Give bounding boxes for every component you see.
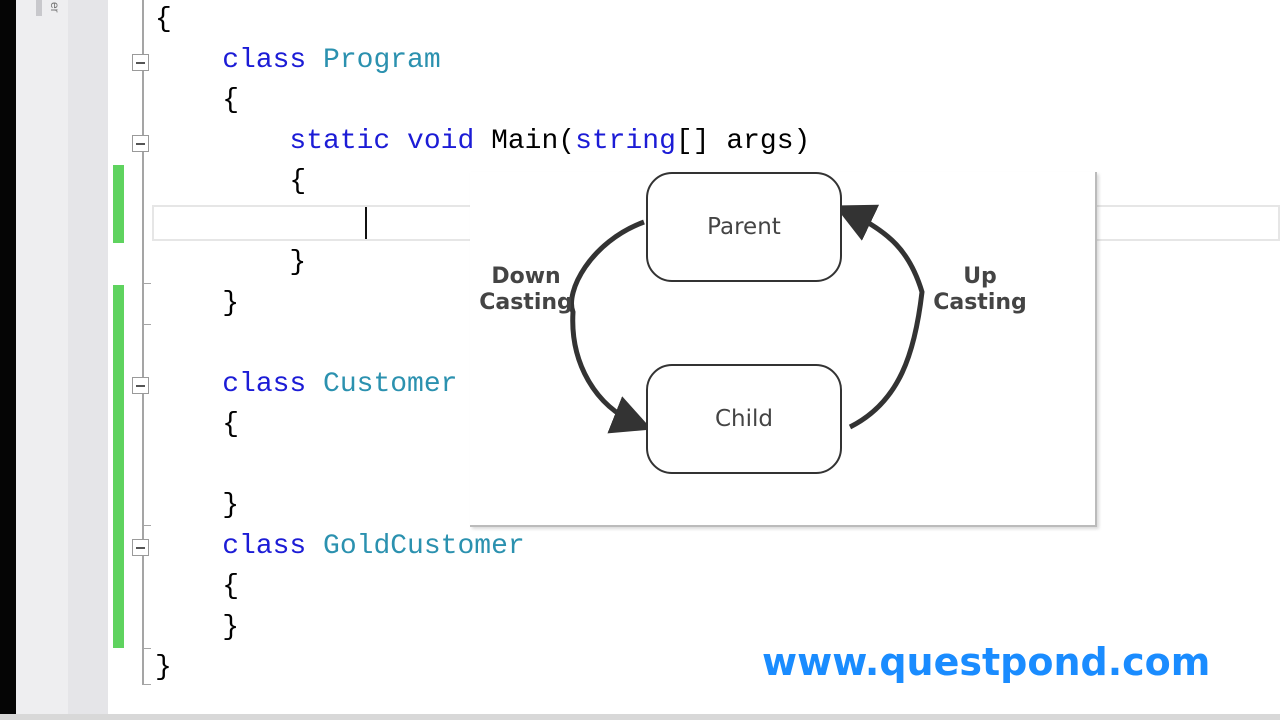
- code-token: {: [155, 4, 172, 35]
- keyword-token: void: [407, 125, 492, 157]
- code-line[interactable]: }: [155, 486, 810, 527]
- change-indicator-bar: [113, 285, 124, 648]
- side-tab-label: er: [48, 2, 62, 13]
- child-node: Child: [646, 364, 842, 474]
- indent: [155, 247, 289, 278]
- indicator-margin: [68, 0, 108, 720]
- casting-diagram: Parent Child Down Casting Up Casting: [470, 172, 1097, 527]
- code-token: {: [222, 571, 240, 602]
- code-token: {: [222, 409, 240, 440]
- code-token: {: [222, 85, 240, 116]
- outline-end-tick: [143, 684, 151, 685]
- up-casting-arrow: [834, 204, 925, 430]
- indent: [155, 126, 289, 157]
- up-casting-label-line2: Casting: [933, 290, 1027, 315]
- code-token: }: [222, 611, 240, 643]
- code-token: }: [289, 247, 307, 278]
- code-line[interactable]: }: [155, 243, 810, 284]
- indent: [155, 571, 222, 602]
- outline-end-tick: [143, 648, 151, 649]
- collapse-icon[interactable]: [132, 377, 149, 394]
- keyword-token: static: [289, 125, 408, 157]
- code-token: }: [222, 490, 240, 521]
- code-line[interactable]: static void Main(string[] args): [155, 122, 810, 163]
- down-casting-label: Down Casting: [470, 264, 582, 316]
- indent: [155, 85, 222, 116]
- down-casting-label-line1: Down: [491, 264, 561, 289]
- indent: [155, 166, 289, 197]
- code-line[interactable]: {: [155, 0, 810, 41]
- indent: [155, 288, 222, 319]
- code-line[interactable]: {: [155, 81, 810, 122]
- change-indicator-bar: [113, 165, 124, 243]
- code-line[interactable]: }: [155, 284, 810, 325]
- outline-end-tick: [143, 525, 151, 526]
- code-token: Main(: [491, 125, 576, 157]
- indent: [155, 531, 222, 562]
- code-token: }: [222, 287, 240, 319]
- indent: [155, 45, 222, 76]
- type-name-token: Customer: [323, 368, 458, 400]
- editor-bottom-border: [0, 714, 1280, 720]
- side-tab[interactable]: [36, 0, 42, 16]
- outline-end-tick: [143, 324, 151, 325]
- code-token: {: [289, 166, 307, 197]
- side-tool-panel[interactable]: er: [16, 0, 68, 720]
- type-name-token: GoldCustomer: [323, 530, 525, 562]
- text-caret: [365, 207, 367, 239]
- indent: [155, 369, 222, 400]
- code-editor[interactable]: { class Program { static void Main(strin…: [155, 0, 810, 689]
- up-casting-label: Up Casting: [925, 264, 1035, 316]
- screen-edge: [0, 0, 16, 720]
- outline-end-tick: [143, 283, 151, 284]
- collapse-icon[interactable]: [132, 135, 149, 152]
- up-casting-label-line1: Up: [963, 264, 997, 289]
- code-line[interactable]: {: [155, 567, 810, 608]
- type-name-token: Program: [323, 44, 441, 76]
- code-token: }: [155, 652, 172, 683]
- indent: [155, 490, 222, 521]
- diagram-arrows: [569, 204, 925, 434]
- keyword-token: class: [222, 44, 324, 76]
- parent-node: Parent: [646, 172, 842, 282]
- keyword-token: string: [575, 125, 676, 157]
- code-line[interactable]: class GoldCustomer: [155, 527, 810, 568]
- code-line[interactable]: class Customer: [155, 365, 810, 406]
- collapse-icon[interactable]: [132, 54, 149, 71]
- watermark: www.questpond.com: [762, 640, 1211, 684]
- indent: [155, 612, 222, 643]
- down-casting-arrow: [569, 219, 652, 434]
- keyword-token: class: [222, 368, 324, 400]
- code-line[interactable]: class Program: [155, 41, 810, 82]
- code-line[interactable]: {: [155, 405, 810, 446]
- outline-line: [142, 0, 144, 685]
- code-line[interactable]: {: [155, 162, 810, 203]
- down-casting-label-line2: Casting: [479, 290, 573, 315]
- collapse-icon[interactable]: [132, 539, 149, 556]
- indent: [155, 409, 222, 440]
- code-line[interactable]: }: [155, 648, 810, 689]
- code-line[interactable]: }: [155, 608, 810, 649]
- keyword-token: class: [222, 530, 324, 562]
- code-token: [] args): [675, 125, 811, 157]
